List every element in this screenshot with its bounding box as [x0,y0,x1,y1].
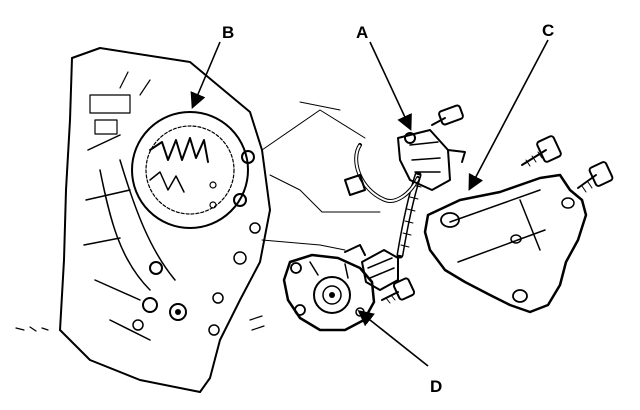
stray-marks [15,315,265,332]
cover-bolts [521,135,614,193]
converter-cover [131,111,249,229]
callout-c-label: C [542,21,554,40]
cover-plate [423,173,588,314]
switch-assembly [282,253,376,332]
alignment-lines [261,101,381,251]
callout-b-label: B [222,23,234,42]
switch-bolt [381,277,416,304]
switch-connector [344,244,399,291]
callout-d-label: D [430,377,442,396]
wire-harness [344,143,422,259]
callout-leaders [190,39,549,367]
connector-bolt [431,104,464,126]
callout-a-label: A [356,23,368,42]
leader-b [190,41,221,109]
leader-d [357,310,429,367]
leader-a [369,41,412,131]
transmission-housing [59,47,271,393]
leader-c [468,39,549,191]
housing-bolts [132,150,261,336]
harness-connector [397,129,466,191]
